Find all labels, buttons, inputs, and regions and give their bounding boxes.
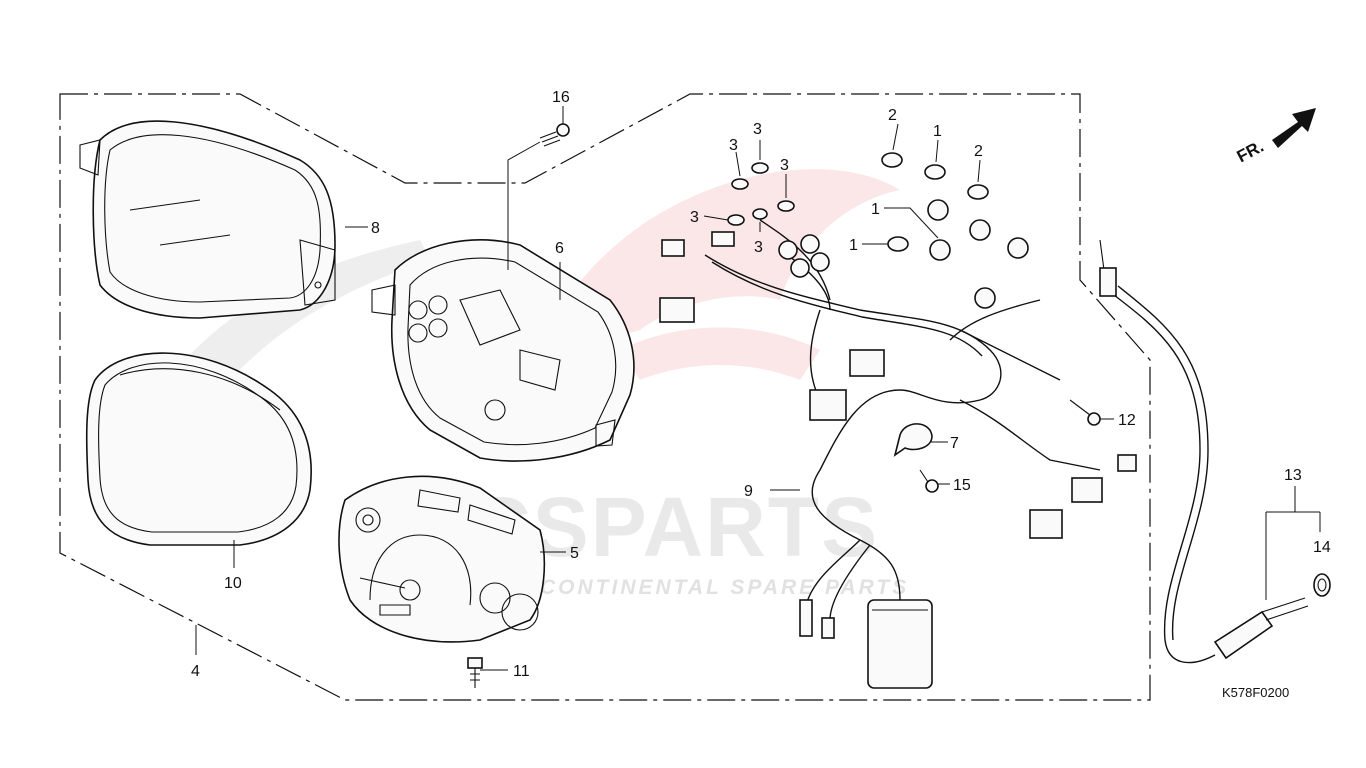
callout-11: 11	[513, 663, 530, 680]
diagram-code: K578F0200	[1222, 685, 1289, 700]
bulb-sockets	[778, 199, 1029, 309]
callout-14: 14	[1313, 539, 1331, 556]
callout-7: 7	[950, 435, 959, 452]
callout-1c: 1	[849, 237, 858, 254]
callout-4: 4	[191, 663, 200, 680]
meter-visor	[79, 120, 336, 319]
callout-9: 9	[744, 483, 753, 500]
callout-5: 5	[570, 545, 579, 562]
callout-16: 16	[552, 89, 570, 106]
callout-10: 10	[224, 575, 242, 592]
watermark-tagline: INTERCONTINENTAL SPARE PARTS	[462, 576, 909, 599]
meter-lens	[85, 352, 312, 546]
direction-label: FR.	[1234, 137, 1267, 167]
callout-1a: 1	[933, 123, 942, 140]
screw-16-icon	[539, 123, 570, 147]
callout-13: 13	[1284, 467, 1302, 484]
bolt-11-icon	[467, 657, 483, 688]
bulbs	[727, 152, 989, 252]
direction-arrow: FR.	[1234, 108, 1316, 166]
screw-15-icon	[919, 469, 939, 493]
screw-12-icon	[1069, 399, 1101, 426]
o-ring-14-icon	[1313, 573, 1331, 597]
assembly-outline	[59, 93, 1151, 701]
callout-2b: 2	[974, 143, 983, 160]
leader-lines	[195, 106, 1321, 671]
wire-harness	[659, 219, 1137, 689]
callout-15: 15	[953, 477, 971, 494]
callout-3a: 3	[729, 137, 738, 154]
arrow-up-right-icon	[1272, 108, 1316, 148]
callout-2a: 2	[888, 107, 897, 124]
clamp-7-icon	[893, 423, 933, 457]
callout-8: 8	[371, 220, 380, 237]
callout-3b: 3	[753, 121, 762, 138]
speedometer-cable	[1099, 239, 1309, 664]
meter-panel	[338, 475, 546, 643]
callout-3d: 3	[690, 209, 699, 226]
callout-1b: 1	[871, 201, 880, 218]
meter-case	[371, 239, 635, 462]
callout-3e: 3	[754, 239, 763, 256]
callouts: 16 8 10 6 4 5 11 9 7 15 12 13 14 3 3 3 3…	[191, 89, 1331, 680]
callout-3c: 3	[780, 157, 789, 174]
callout-6: 6	[555, 240, 564, 257]
callout-12: 12	[1118, 412, 1136, 429]
